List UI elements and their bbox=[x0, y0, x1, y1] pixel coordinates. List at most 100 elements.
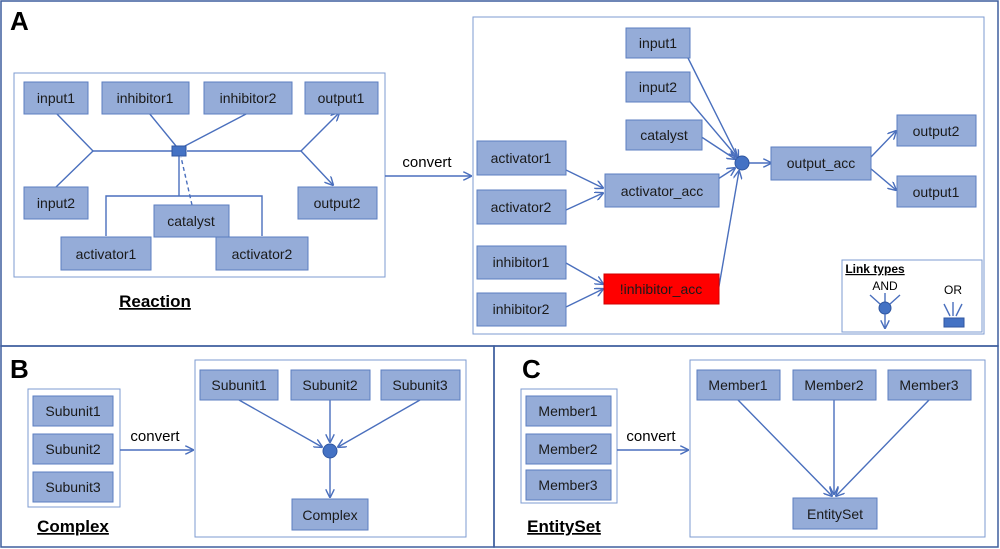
svg-text:inhibitor2: inhibitor2 bbox=[220, 90, 277, 106]
legend-or-label: OR bbox=[944, 283, 962, 297]
svg-text:activator2: activator2 bbox=[232, 246, 293, 262]
converted-reaction-edges bbox=[565, 55, 896, 308]
and-link-node bbox=[734, 155, 750, 171]
svg-text:output2: output2 bbox=[314, 195, 361, 211]
svg-text:Subunit1: Subunit1 bbox=[45, 403, 100, 419]
converted-inhibitor-acc: !inhibitor_acc bbox=[603, 273, 720, 305]
reaction-caption: Reaction bbox=[119, 292, 191, 311]
convert-label-b: convert bbox=[130, 428, 180, 445]
svg-text:Member1: Member1 bbox=[538, 403, 597, 419]
svg-text:input2: input2 bbox=[639, 79, 677, 95]
svg-text:activator2: activator2 bbox=[491, 199, 552, 215]
svg-text:Member2: Member2 bbox=[538, 441, 597, 457]
svg-text:Complex: Complex bbox=[302, 507, 357, 523]
converted-output1: output1 bbox=[896, 175, 977, 208]
reaction-catalyst: catalyst bbox=[153, 204, 230, 238]
legend-and-icon bbox=[878, 301, 892, 315]
complex-node: Complex bbox=[291, 498, 369, 531]
svg-text:Member3: Member3 bbox=[538, 477, 597, 493]
svg-text:input1: input1 bbox=[639, 35, 677, 51]
svg-text:EntitySet: EntitySet bbox=[807, 506, 863, 522]
reaction-activator2: activator2 bbox=[215, 236, 309, 271]
convert-label-a: convert bbox=[402, 154, 452, 171]
svg-text:catalyst: catalyst bbox=[167, 213, 215, 229]
entityset-right-member3: Member3 bbox=[887, 369, 972, 401]
svg-text:activator1: activator1 bbox=[76, 246, 137, 262]
entityset-caption: EntitySet bbox=[527, 517, 601, 536]
reaction-inhibitor2: inhibitor2 bbox=[203, 81, 293, 115]
legend-and-label: AND bbox=[872, 279, 898, 293]
reaction-edges bbox=[55, 113, 339, 236]
complex-edges bbox=[238, 399, 421, 497]
entityset-left-frame bbox=[520, 388, 618, 504]
converted-input2: input2 bbox=[625, 71, 691, 103]
complex-left-subunit2: Subunit2 bbox=[32, 433, 114, 465]
complex-right-frame bbox=[194, 359, 467, 538]
reaction-input1: input1 bbox=[23, 81, 89, 115]
svg-text:inhibitor2: inhibitor2 bbox=[493, 301, 550, 317]
svg-text:Subunit2: Subunit2 bbox=[302, 377, 357, 393]
reaction-frame bbox=[13, 72, 386, 278]
svg-text:Subunit3: Subunit3 bbox=[45, 479, 100, 495]
entityset-right-member2: Member2 bbox=[792, 369, 877, 401]
reaction-output1: output1 bbox=[304, 81, 379, 115]
svg-text:output_acc: output_acc bbox=[787, 155, 856, 171]
legend-title: Link types bbox=[845, 262, 905, 276]
or-link-node bbox=[171, 145, 187, 157]
svg-text:input1: input1 bbox=[37, 90, 75, 106]
converted-reaction-frame bbox=[472, 16, 985, 335]
panel-c-letter: C bbox=[522, 354, 541, 384]
svg-text:Member3: Member3 bbox=[899, 377, 958, 393]
reaction-input2: input2 bbox=[23, 186, 89, 220]
panel-c-border bbox=[493, 345, 999, 548]
svg-text:Subunit3: Subunit3 bbox=[392, 377, 447, 393]
reaction-activator1: activator1 bbox=[60, 236, 152, 271]
reaction-output2: output2 bbox=[297, 186, 378, 220]
svg-text:output1: output1 bbox=[913, 184, 960, 200]
converted-inhibitor2: inhibitor2 bbox=[476, 292, 567, 327]
converted-input1: input1 bbox=[625, 27, 691, 59]
entityset-edges bbox=[737, 399, 930, 496]
svg-text:output2: output2 bbox=[913, 123, 960, 139]
svg-text:activator1: activator1 bbox=[491, 150, 552, 166]
legend-or-icon bbox=[943, 317, 965, 328]
svg-text:input2: input2 bbox=[37, 195, 75, 211]
complex-and-node bbox=[322, 443, 338, 459]
reaction-inhibitor1: inhibitor1 bbox=[101, 81, 190, 115]
entityset-right-member1: Member1 bbox=[696, 369, 781, 401]
converted-output-acc: output_acc bbox=[770, 146, 872, 181]
svg-text:inhibitor1: inhibitor1 bbox=[493, 254, 550, 270]
converted-output2: output2 bbox=[896, 114, 977, 147]
converted-catalyst: catalyst bbox=[625, 119, 703, 151]
svg-text:inhibitor1: inhibitor1 bbox=[117, 90, 174, 106]
complex-right-subunit3: Subunit3 bbox=[380, 369, 461, 401]
svg-text:Subunit2: Subunit2 bbox=[45, 441, 100, 457]
link-types-legend: Link types AND OR bbox=[841, 259, 983, 333]
panel-a-letter: A bbox=[10, 6, 29, 36]
svg-text:catalyst: catalyst bbox=[640, 127, 688, 143]
entityset-left-member2: Member2 bbox=[525, 433, 612, 465]
complex-right-subunit1: Subunit1 bbox=[199, 369, 279, 401]
complex-left-subunit1: Subunit1 bbox=[32, 395, 114, 427]
svg-text:Member2: Member2 bbox=[804, 377, 863, 393]
complex-caption: Complex bbox=[37, 517, 109, 536]
svg-text:activator_acc: activator_acc bbox=[621, 183, 703, 199]
svg-text:!inhibitor_acc: !inhibitor_acc bbox=[620, 281, 703, 297]
entityset-left-member3: Member3 bbox=[525, 469, 612, 501]
converted-activator-acc: activator_acc bbox=[604, 173, 720, 208]
converted-activator2: activator2 bbox=[476, 189, 567, 225]
entityset-node: EntitySet bbox=[792, 497, 878, 530]
complex-left-frame bbox=[27, 388, 121, 508]
entityset-left-member1: Member1 bbox=[525, 395, 612, 427]
entityset-right-frame bbox=[689, 359, 986, 538]
complex-left-subunit3: Subunit3 bbox=[32, 471, 114, 503]
converted-inhibitor1: inhibitor1 bbox=[476, 245, 567, 280]
svg-text:Member1: Member1 bbox=[708, 377, 767, 393]
panel-b-letter: B bbox=[10, 354, 29, 384]
svg-text:output1: output1 bbox=[318, 90, 365, 106]
convert-label-c: convert bbox=[626, 428, 676, 445]
complex-right-subunit2: Subunit2 bbox=[290, 369, 371, 401]
svg-text:Subunit1: Subunit1 bbox=[211, 377, 266, 393]
converted-activator1: activator1 bbox=[476, 140, 567, 176]
